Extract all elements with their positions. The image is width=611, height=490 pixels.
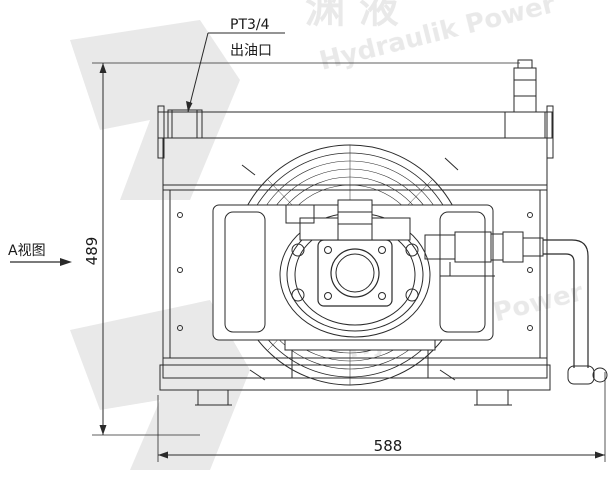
- watermark-cn-top: 渊 液: [305, 0, 399, 32]
- oil-outlet-port: [167, 109, 203, 139]
- port-thread-label: PT3/4: [230, 17, 270, 33]
- mounting-feet: [195, 390, 512, 406]
- outlet-piping: [424, 231, 608, 385]
- bottom-bracket: [284, 339, 436, 379]
- port-name-label: 出油口: [230, 43, 272, 59]
- pump-flange: [285, 199, 419, 307]
- width-dimension: [157, 372, 606, 462]
- view-a-arrow: [10, 258, 72, 266]
- side-screws: [241, 157, 459, 381]
- annotations: PT3/4 出油口 A视图 489 588: [8, 17, 402, 455]
- port-callout-leader: [186, 32, 285, 113]
- height-dimension: [92, 62, 520, 436]
- watermark-logo-top: [70, 20, 240, 200]
- height-dimension-value: 489: [83, 237, 101, 266]
- width-dimension-value: 588: [374, 437, 403, 455]
- view-a-label: A视图: [8, 243, 46, 259]
- top-right-fitting: [504, 59, 546, 139]
